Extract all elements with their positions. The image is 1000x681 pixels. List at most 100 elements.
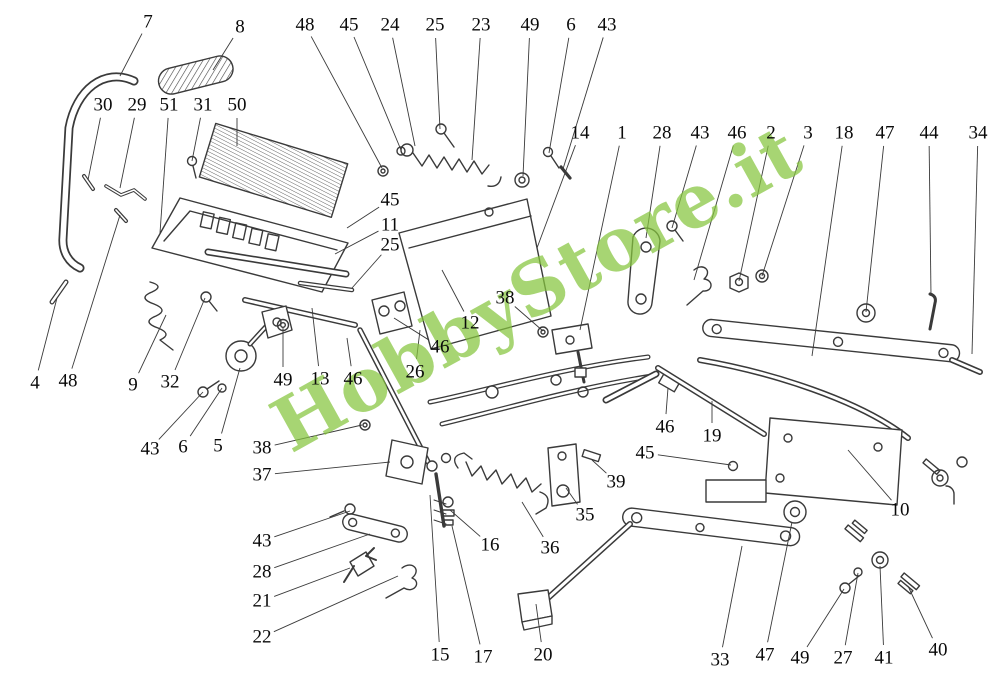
part-callout-43: 43 [597, 14, 617, 36]
rod-13 [242, 297, 358, 328]
handlebar-tube [58, 72, 139, 273]
nuts-38 [359, 326, 549, 431]
leader-line-1 [579, 145, 620, 331]
leader-line-45 [353, 36, 402, 151]
fasteners-top [377, 123, 572, 188]
leader-line-43 [562, 37, 604, 170]
link-19 [655, 365, 767, 437]
part-callout-33: 33 [710, 649, 730, 671]
leader-line-8 [212, 37, 234, 71]
leader-line-38 [514, 306, 544, 332]
leader-line-47 [767, 521, 793, 643]
part-callout-31: 31 [193, 94, 213, 116]
part-callout-28: 28 [252, 561, 272, 583]
small-plate-45 [705, 460, 767, 503]
leader-line-48 [310, 36, 383, 169]
part-callout-39: 39 [606, 471, 626, 493]
leader-line-46 [346, 337, 352, 367]
part-callout-14: 14 [570, 122, 590, 144]
part-callout-2: 2 [766, 122, 776, 144]
leader-line-35 [565, 487, 578, 505]
part-callout-35: 35 [575, 504, 595, 526]
leader-line-6 [189, 387, 223, 437]
part-callout-23: 23 [471, 14, 491, 36]
pin-48-left [114, 208, 128, 223]
leader-line-23 [471, 37, 481, 161]
leader-line-7 [119, 33, 143, 77]
r-clip-46-right [686, 266, 712, 306]
leader-line-18 [811, 145, 843, 357]
part-callout-25: 25 [380, 234, 400, 256]
part-callout-27: 27 [833, 647, 853, 669]
part-callout-43: 43 [252, 530, 272, 552]
part-callout-22: 22 [252, 626, 272, 648]
leader-line-41 [879, 565, 884, 646]
leader-line-15 [429, 494, 440, 643]
part-callout-44: 44 [919, 122, 939, 144]
leader-line-39 [591, 459, 607, 474]
bracket-37 [385, 439, 429, 485]
part-callout-45: 45 [380, 189, 400, 211]
frame-rails [427, 354, 655, 427]
part-callout-46: 46 [430, 336, 450, 358]
link-28-lower [342, 513, 408, 543]
bolt-43-lower [329, 503, 356, 518]
part-callout-48: 48 [295, 14, 315, 36]
spring-36 [453, 452, 549, 515]
fork-21 [343, 547, 377, 583]
comb-plate [198, 122, 349, 219]
part-callout-3: 3 [803, 122, 813, 144]
part-callout-18: 18 [834, 122, 854, 144]
part-callout-1: 1 [617, 122, 627, 144]
bar-34 [949, 357, 983, 375]
part-callout-17: 17 [473, 646, 493, 668]
part-callout-46: 46 [727, 122, 747, 144]
part-callout-6: 6 [178, 436, 188, 458]
part-callout-19: 19 [702, 425, 722, 447]
link-plate-28-right [627, 227, 661, 315]
leader-line-3 [761, 145, 805, 277]
leader-line-13 [311, 307, 319, 367]
part-callout-12: 12 [460, 312, 480, 334]
leader-line-14 [536, 145, 576, 249]
leader-line-30 [87, 117, 101, 181]
leader-line-9 [138, 314, 167, 374]
part-callout-32: 32 [160, 371, 180, 393]
leader-line-33 [722, 545, 743, 648]
rod-4 [49, 279, 69, 305]
leader-line-12 [441, 269, 465, 312]
leader-line-45 [657, 454, 732, 466]
part-callout-5: 5 [213, 435, 223, 457]
r-pin-22 [385, 564, 418, 599]
blade-bar [204, 248, 350, 278]
leader-line-40 [907, 585, 933, 639]
leader-line-43 [671, 145, 697, 229]
leader-line-51 [159, 117, 169, 234]
part-callout-21: 21 [252, 590, 272, 612]
part-callout-50: 50 [227, 94, 247, 116]
pin-39 [581, 448, 602, 463]
part-callout-16: 16 [480, 534, 500, 556]
bolt-43-right [666, 220, 684, 242]
part-callout-28: 28 [652, 122, 672, 144]
leader-line-45 [346, 206, 380, 229]
bracket-35 [547, 443, 581, 507]
bolts-43-6-left [197, 380, 227, 398]
leader-line-16 [449, 509, 481, 537]
leader-line-31 [191, 117, 201, 162]
leader-line-17 [451, 525, 481, 645]
lever-33 [622, 507, 801, 547]
part-callout-51: 51 [159, 94, 179, 116]
pin-30 [82, 174, 95, 191]
grip-pad [157, 55, 234, 95]
rod-mid [602, 370, 660, 404]
leader-line-5 [221, 367, 241, 434]
part-callout-24: 24 [380, 14, 400, 36]
part-callout-47: 47 [755, 644, 775, 666]
pedal-rod-20 [517, 521, 633, 631]
leader-line-4 [37, 297, 58, 371]
part-callout-49: 49 [520, 14, 540, 36]
leader-line-34 [971, 145, 979, 355]
